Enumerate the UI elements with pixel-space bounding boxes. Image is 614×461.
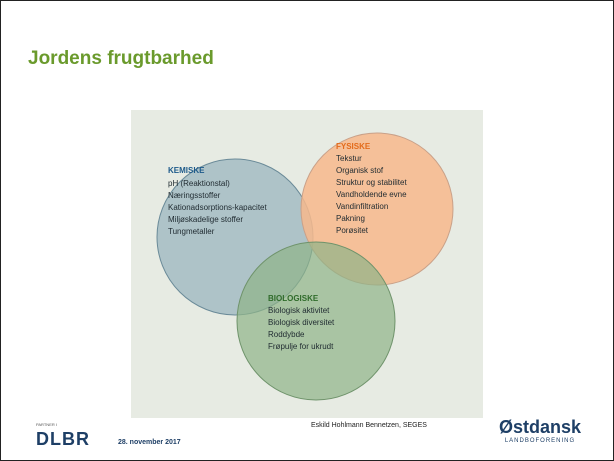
- venn-diagram: KEMISKE pH (Reaktionstal) Næringsstoffer…: [131, 110, 483, 418]
- biologiske-item: Roddybde: [268, 330, 305, 339]
- biologiske-item: Biologisk aktivitet: [268, 306, 330, 315]
- kemiske-heading: KEMISKE: [168, 166, 205, 175]
- kemiske-item: Tungmetaller: [168, 227, 215, 236]
- biologiske-circle: [236, 241, 396, 401]
- slide-author: Eskild Hohlmann Bennetzen, SEGES: [311, 422, 427, 429]
- fysiske-item: Organisk stof: [336, 166, 384, 175]
- fysiske-heading: FYSISKE: [336, 142, 371, 151]
- kemiske-item: Næringsstoffer: [168, 191, 221, 200]
- kemiske-item: Kationadsorptions-kapacitet: [168, 203, 268, 212]
- ostdansk-logo: Østdansk LANDBOFORENING: [490, 417, 590, 445]
- kemiske-item: Miljøskadelige stoffer: [168, 215, 243, 224]
- venn-svg: KEMISKE pH (Reaktionstal) Næringsstoffer…: [156, 132, 454, 401]
- slide-title: Jordens frugtbarhed: [28, 48, 214, 69]
- fysiske-item: Tekstur: [336, 154, 362, 163]
- slide-date: 28. november 2017: [118, 439, 181, 446]
- fysiske-item: Vandinfiltration: [336, 202, 388, 211]
- kemiske-item: pH (Reaktionstal): [168, 179, 230, 188]
- dlbr-logo: DLBR: [36, 429, 90, 449]
- fysiske-item: Pakning: [336, 214, 365, 223]
- brand-subtitle: LANDBOFORENING: [504, 438, 576, 444]
- fysiske-item: Struktur og stabilitet: [336, 178, 407, 187]
- biologiske-item: Frøpulje for ukrudt: [268, 342, 334, 351]
- fysiske-item: Vandholdende evne: [336, 190, 407, 199]
- biologiske-item: Biologisk diversitet: [268, 318, 335, 327]
- partner-label: PARTNER I: [36, 422, 57, 427]
- fysiske-item: Porøsitet: [336, 226, 369, 235]
- biologiske-heading: BIOLOGISKE: [268, 294, 319, 303]
- brand-name: Østdansk: [498, 417, 582, 437]
